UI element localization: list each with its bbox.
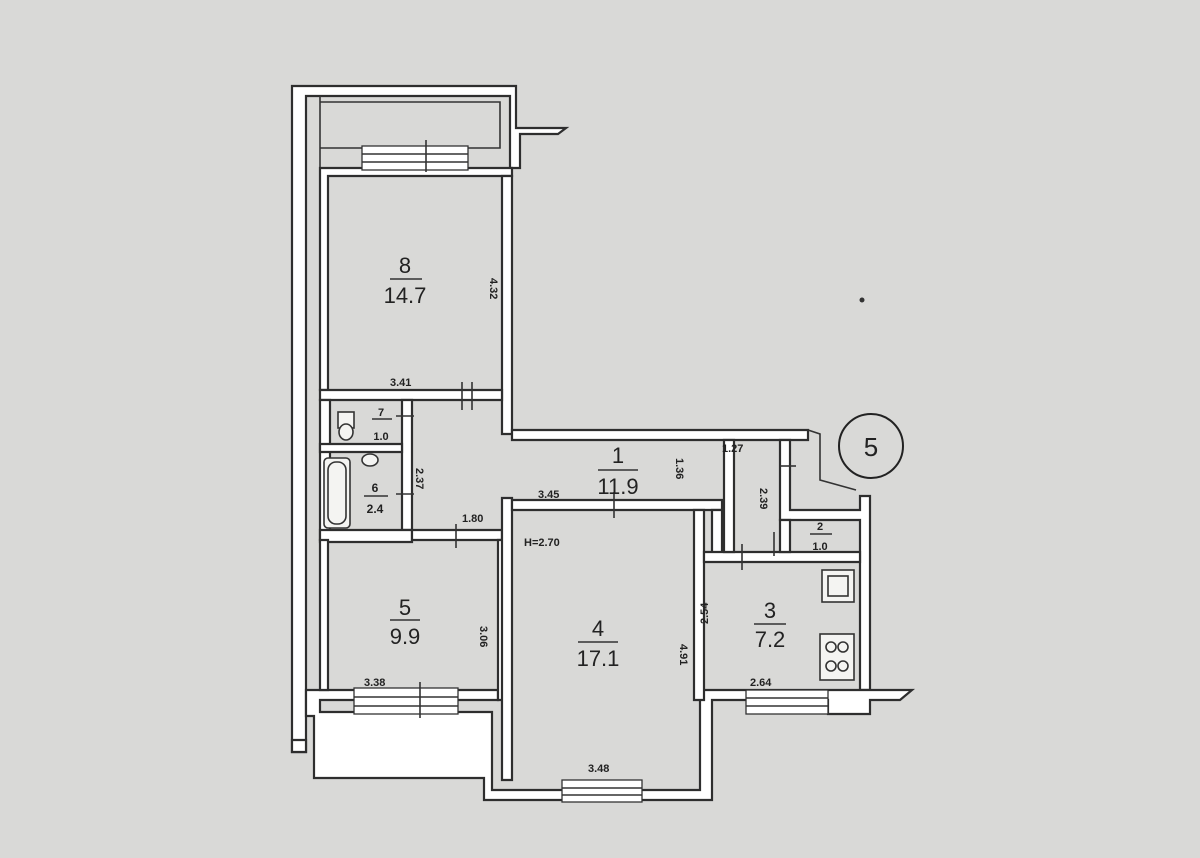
apartment-number-badge: 5	[838, 413, 904, 479]
dim-room1-depth: 1.36	[673, 458, 685, 479]
room-number: 5	[399, 595, 411, 620]
bathtub-icon	[323, 457, 351, 529]
room-number: 2	[817, 521, 823, 533]
room-label-7: 7 1.0	[372, 407, 392, 443]
window-room3	[745, 689, 829, 715]
window-room4	[561, 779, 643, 803]
dim-room3-length: 2.54	[699, 602, 711, 624]
room-area: 14.7	[384, 283, 427, 308]
dim-room7-height: 2.37	[413, 468, 425, 489]
window-room5	[353, 682, 459, 718]
windows	[353, 140, 829, 803]
room-label-1: 1 11.9	[597, 443, 638, 499]
exterior-walls	[290, 84, 916, 802]
window-room8	[361, 140, 469, 172]
room-number: 7	[378, 407, 384, 419]
room-area: 11.9	[597, 474, 638, 499]
dim-entrance-width: 1.27	[722, 443, 743, 455]
fixtures	[323, 411, 855, 681]
room-area: 9.9	[390, 624, 421, 649]
room-label-3: 3 7.2	[754, 598, 786, 652]
interior-walls	[318, 398, 862, 782]
dim-room1-width: 3.45	[538, 489, 559, 501]
room-label-4: 4 17.1	[577, 616, 620, 671]
sink-icon	[361, 453, 379, 467]
room-area: 1.0	[812, 541, 827, 553]
room-area: 7.2	[755, 627, 786, 652]
toilet-icon	[337, 411, 355, 441]
apartment-number: 5	[864, 432, 878, 462]
room-number: 3	[764, 598, 776, 623]
room-area: 1.0	[373, 431, 388, 443]
doors	[396, 382, 796, 570]
dimension-labels: 3.41 4.32 2.37 1.80 3.45 1.36 1.27 2.39 …	[364, 278, 772, 775]
room-label-2: 2 1.0	[810, 521, 832, 553]
room-number: 4	[592, 616, 604, 641]
dim-entrance-depth: 2.39	[757, 488, 769, 509]
room-label-5: 5 9.9	[390, 595, 421, 649]
room-label-8: 8 14.7	[384, 253, 427, 308]
dim-room3-width: 2.64	[750, 677, 772, 689]
ceiling-height: H=2.70	[524, 537, 560, 549]
room-area: 2.4	[367, 502, 384, 516]
room-area: 17.1	[577, 646, 620, 671]
dim-room8-length: 4.32	[487, 278, 499, 299]
kitchen-sink-icon	[821, 569, 855, 603]
dim-room4-length: 4.91	[677, 644, 689, 665]
stove-icon	[819, 633, 855, 681]
dot-mark	[859, 297, 865, 303]
dim-room5-width: 3.38	[364, 677, 385, 689]
dim-room5-length: 3.06	[477, 626, 489, 647]
dim-room4-width: 3.48	[588, 763, 609, 775]
room-number: 1	[612, 443, 624, 468]
room-number: 8	[399, 253, 411, 278]
dim-corridor-width: 1.80	[462, 513, 483, 525]
dim-room8-width: 3.41	[390, 377, 411, 389]
room-number: 6	[372, 481, 379, 495]
room-label-6: 6 2.4	[364, 481, 388, 516]
